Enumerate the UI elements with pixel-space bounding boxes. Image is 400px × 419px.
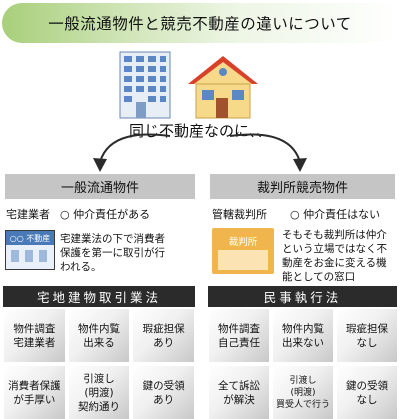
agent-responsibility: ○ 仲介責任がある [60,208,151,221]
grid-cell: 物件内覧 出来ない [273,309,333,362]
general-grid: 物件調査 宅建業者 物件内覧 出来る 瑕疵担保 あり 消費者保護 が手厚い 引渡… [4,309,194,419]
real-estate-sign: ○○ 不動産 [5,230,55,270]
grid-cell: 鍵の受領 あり [133,366,194,419]
law-bar-auction: 民事執行法 [208,286,397,307]
grid-cell: 瑕疵担保 あり [133,309,194,362]
arrows [93,133,307,172]
general-header: 一般流通物件 [5,174,195,199]
grid-cell: 物件調査 自己責任 [209,309,269,362]
court-sign-label: 裁判所 [228,237,258,248]
curved-arrow-left [99,133,171,163]
grid-cell: 物件内覧 出来る [68,309,130,362]
house-icon [188,56,258,119]
grid-cell: 引渡し (明渡) 買受人で行う [273,366,333,419]
court-sign: 裁判所 [212,228,274,274]
real-estate-sign-label: ○○ 不動産 [6,231,54,245]
grid-cell: 消費者保護 が手厚い [4,366,65,419]
grid-cell: 鍵の受領 なし [337,366,397,419]
curved-arrow-right [229,133,301,163]
court-sign-body [218,250,268,270]
court-responsibility: ○ 仲介責任はない [290,208,381,221]
auction-grid: 物件調査 自己責任 物件内覧 出来ない 瑕疵担保 なし 全て訴訟 が解決 引渡し… [209,309,397,419]
page-title: 一般流通物件と競売不動産の違いについて [48,15,352,33]
title-banner: 一般流通物件と競売不動産の違いについて [2,3,398,43]
grid-cell: 瑕疵担保 なし [337,309,397,362]
auction-description: そもそも裁判所は仲介 という立場ではなく不 動産をお金に変える機 能としての窓口 [282,229,387,283]
grid-cell: 引渡し (明渡) 契約通り [68,366,130,419]
law-bar-general: 宅地建物取引業法 [3,286,195,307]
court-label: 管轄裁判所 [212,208,267,221]
agent-label: 宅建業者 [6,208,50,221]
illustration [119,51,258,119]
real-estate-sign-body [6,245,54,269]
general-description: 宅建業法の下で消費者 保護を第一に取引が行 われる。 [60,233,165,273]
grid-cell: 全て訴訟 が解決 [209,366,269,419]
auction-header: 裁判所競売物件 [210,174,395,199]
grid-cell: 物件調査 宅建業者 [4,309,65,362]
building-icon [119,51,171,119]
